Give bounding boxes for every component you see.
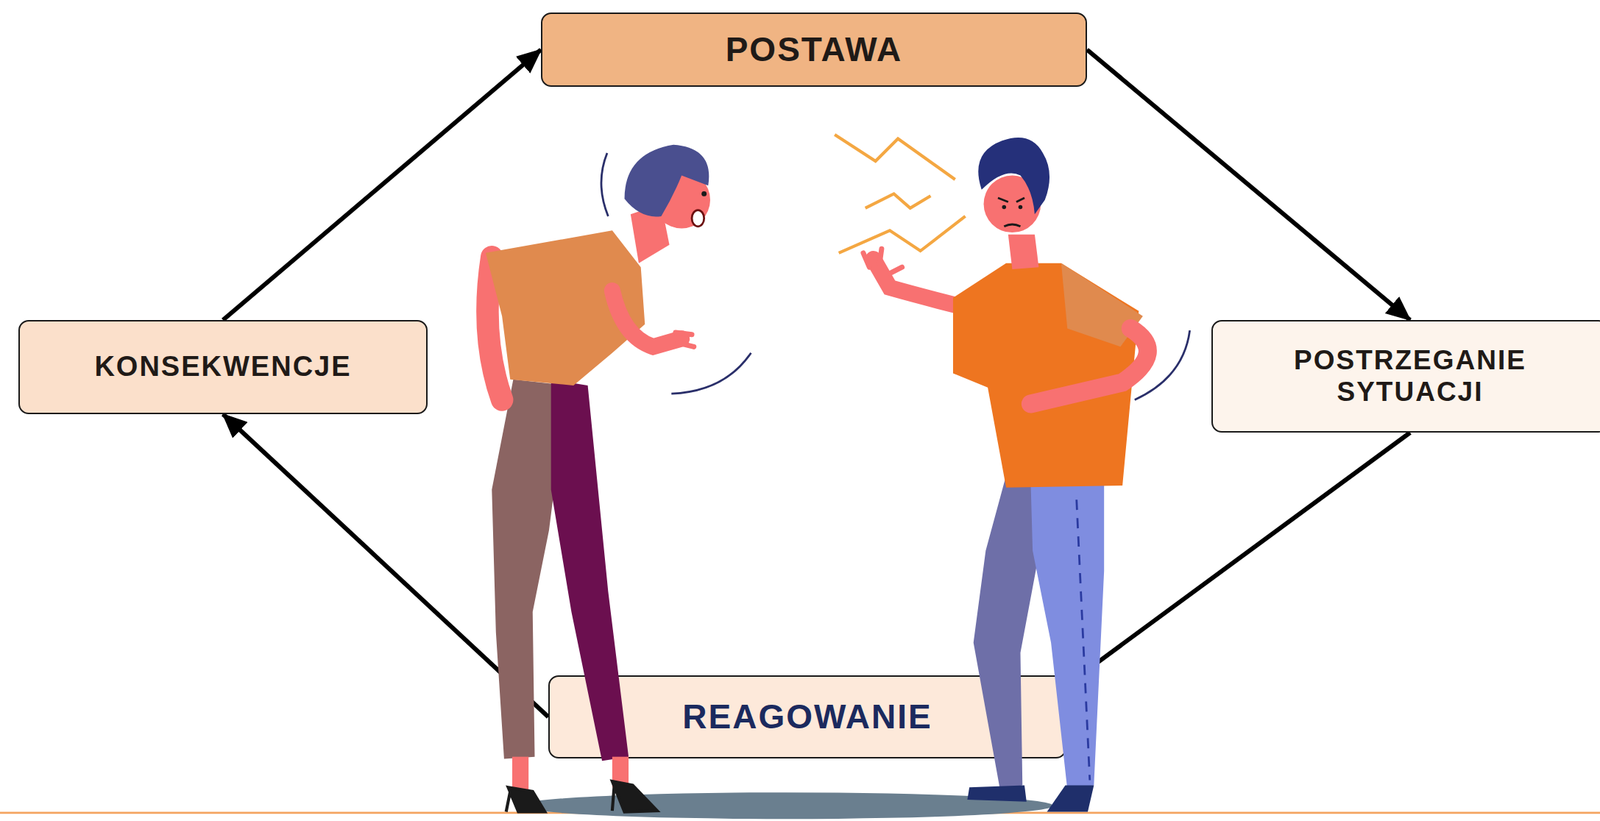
cycle-arrow (1066, 432, 1411, 686)
box-label: POSTAWA (725, 30, 904, 70)
ground-shadow (518, 792, 1054, 820)
arrow-line (222, 414, 549, 718)
cycle-arrow (222, 50, 541, 321)
perception-box: POSTRZEGANIE SYTUACJI (1211, 320, 1600, 433)
box-label: KONSEKWENCJE (94, 351, 352, 384)
reaction-box: REAGOWANIE (548, 675, 1067, 759)
arrow-line (1087, 50, 1411, 321)
attitude-box: POSTAWA (540, 12, 1088, 87)
arrow-line (1066, 432, 1411, 686)
box-label: REAGOWANIE (682, 697, 932, 737)
consequence-box: KONSEKWENCJE (18, 320, 428, 415)
cycle-arrow (222, 414, 549, 718)
arrow-line (222, 50, 541, 321)
ground-line (0, 812, 1600, 815)
cycle-arrow (1087, 50, 1411, 321)
box-label: POSTRZEGANIE SYTUACJI (1255, 345, 1565, 408)
